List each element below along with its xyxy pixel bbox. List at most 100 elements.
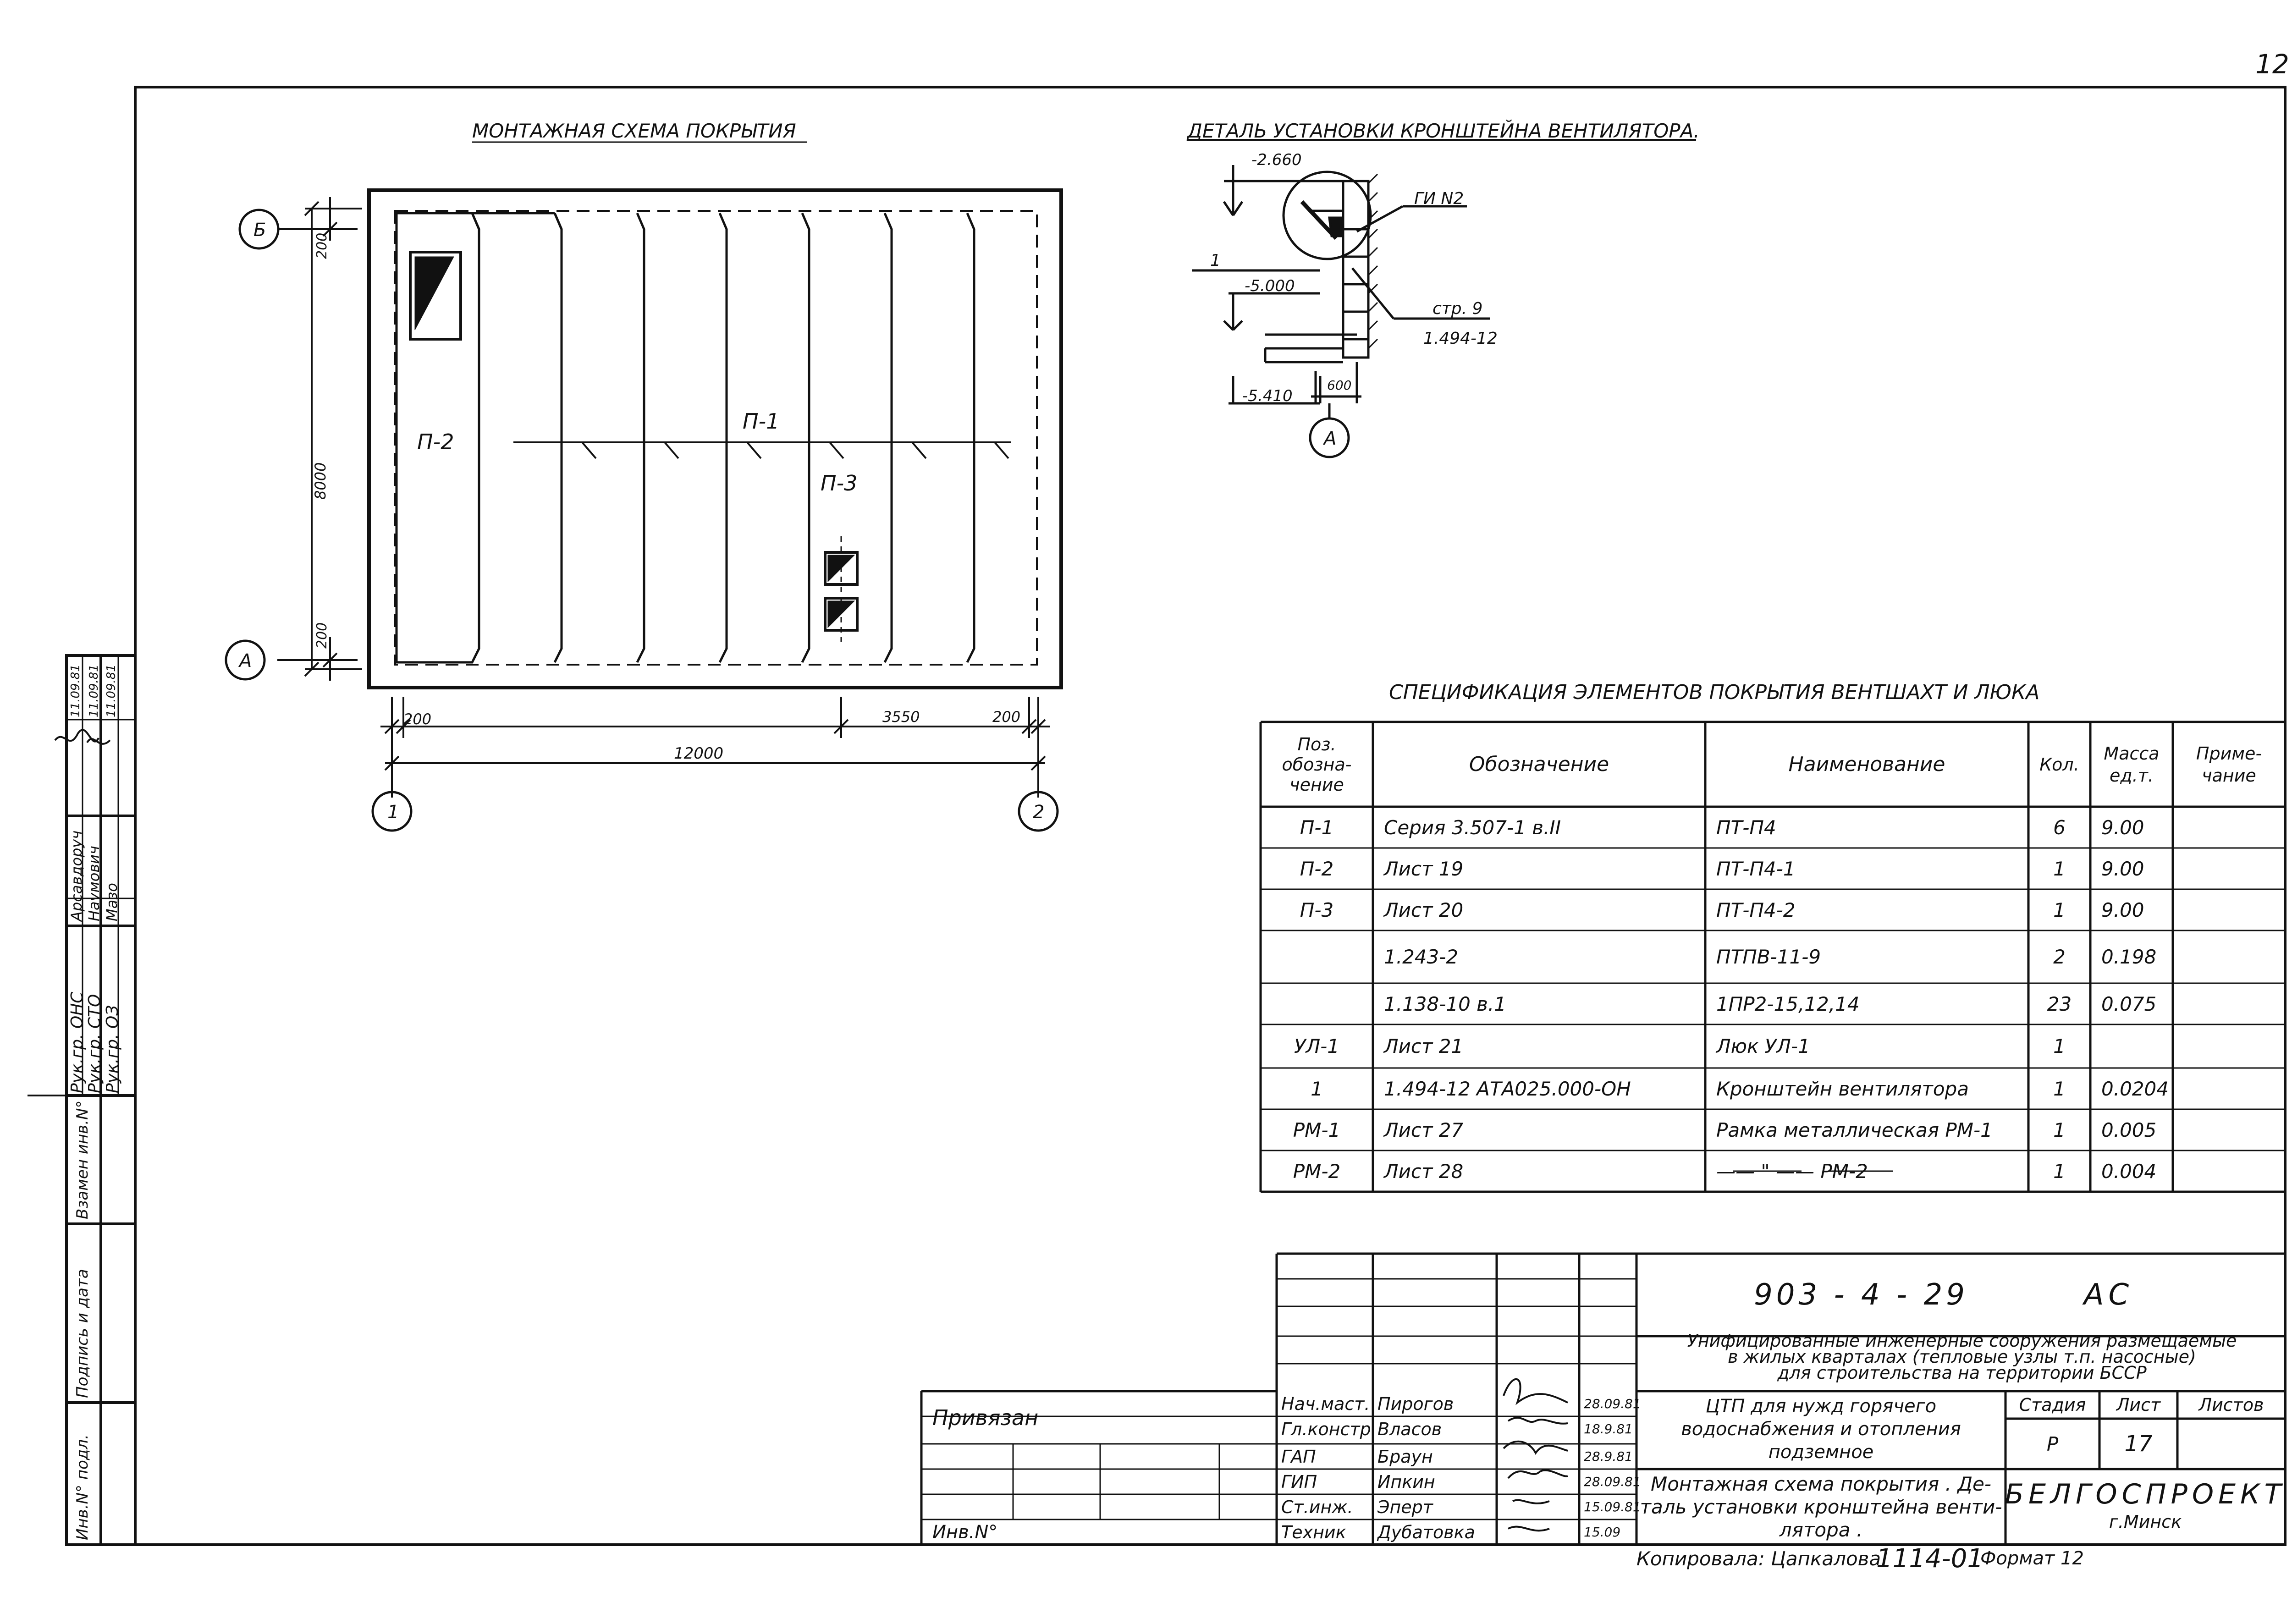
spec-cell-kol: 1 xyxy=(2053,898,2066,921)
spec-header-prim: Приме- чание xyxy=(2196,743,2262,786)
label-p2: П-2 xyxy=(417,429,454,454)
stamp-person-role: ГИП xyxy=(1281,1471,1317,1492)
stamp-project-1: Унифицированные инженерные сооружения ра… xyxy=(1687,1331,2237,1351)
detail-label-1: 1 xyxy=(1210,251,1221,270)
label-p3: П-3 xyxy=(821,471,857,495)
spec-cell-oboz: Лист 21 xyxy=(1384,1035,1464,1057)
spec-table-grid xyxy=(1259,721,2285,1193)
spec-header-name: Наименование xyxy=(1788,753,1945,776)
stamp-org-city: г.Минск xyxy=(2109,1512,2182,1532)
dim-3550: 3550 xyxy=(882,708,920,726)
spec-cell-oboz: Лист 27 xyxy=(1384,1118,1464,1141)
spec-cell-kol: 1 xyxy=(2053,1118,2066,1141)
ref-num: 1.494-12 xyxy=(1423,329,1498,348)
spec-cell-pos: П-3 xyxy=(1300,898,1334,921)
spec-cell-mass: 9.00 xyxy=(2101,816,2144,839)
spec-cell-mass: 9.00 xyxy=(2101,857,2144,880)
spec-cell-pos: П-1 xyxy=(1300,816,1334,839)
label-p1: П-1 xyxy=(743,409,779,434)
stamp-person-date: 28.09.81 xyxy=(1584,1396,1641,1411)
side-podpis: Подпись и дата xyxy=(73,1269,92,1398)
spec-cell-mass: 0.198 xyxy=(2101,946,2157,968)
spec-cell-oboz: 1.243-2 xyxy=(1384,946,1459,968)
stamp-object-1: ЦТП для нужд горячего xyxy=(1705,1395,1937,1417)
spec-cell-pos: П-2 xyxy=(1300,857,1334,880)
spec-cell-oboz: Лист 28 xyxy=(1384,1160,1464,1183)
plan-outline xyxy=(367,188,1063,689)
dim-200-left: 200 xyxy=(403,710,431,728)
side-r2-date: 11.09.81 xyxy=(87,664,101,717)
stamp-person-role: Нач.маст. xyxy=(1281,1393,1370,1414)
dim-600: 600 xyxy=(1327,378,1351,393)
label-gi: ГИ N2 xyxy=(1414,189,1464,208)
stamp-privyazan: Привязан xyxy=(932,1405,1039,1430)
stamp-person-name: Дубатовка xyxy=(1377,1522,1475,1542)
detail-title: ДЕТАЛЬ УСТАНОВКИ КРОНШТЕЙНА ВЕНТИЛЯТОРА. xyxy=(1186,119,1700,142)
signatures xyxy=(54,729,1568,1532)
plan-title: МОНТАЖНАЯ СХЕМА ПОКРЫТИЯ xyxy=(472,120,796,142)
spec-cell-kol: 1 xyxy=(2053,1035,2066,1057)
axis-1-label: 1 xyxy=(387,802,399,823)
spec-header-oboz: Обозначение xyxy=(1469,753,1609,776)
stamp-inv-no: Инв.N° xyxy=(932,1521,998,1543)
stamp-object-3: подземное xyxy=(1768,1441,1874,1463)
elev-top: -2.660 xyxy=(1251,151,1302,169)
spec-cell-name: —— " —— РМ-2 xyxy=(1716,1160,1868,1183)
stamp-person-date: 18.9.81 xyxy=(1584,1421,1633,1437)
spec-cell-name: Люк УЛ-1 xyxy=(1716,1035,1810,1057)
spec-cell-oboz: 1.138-10 в.1 xyxy=(1384,992,1507,1015)
spec-cell-oboz: Лист 19 xyxy=(1384,857,1464,880)
spec-cell-oboz: Лист 20 xyxy=(1384,898,1464,921)
spec-header-mass: Масса ед.т. xyxy=(2104,743,2160,786)
axis-a-label: А xyxy=(238,650,252,672)
spec-cell-name: ПТ-П4 xyxy=(1716,816,1776,839)
dim-200-right: 200 xyxy=(992,708,1020,726)
spec-title: СПЕЦИФИКАЦИЯ ЭЛЕМЕНТОВ ПОКРЫТИЯ ВЕНТШАХТ… xyxy=(1389,681,2039,704)
side-r2-name: Наумович xyxy=(85,846,103,921)
spec-cell-pos: 1 xyxy=(1311,1077,1323,1100)
stamp-code: 903 - 4 - 29 xyxy=(1754,1278,1968,1312)
axis-b-bubble xyxy=(238,209,280,250)
axis-2-bubble xyxy=(1018,791,1059,832)
axis-a-bubble xyxy=(225,639,266,681)
spec-cell-name: Кронштейн вентилятора xyxy=(1716,1077,1969,1100)
stamp-object-2: водоснабжения и отопления xyxy=(1681,1418,1961,1440)
spec-cell-pos xyxy=(1261,930,1373,983)
stamp-org-name: БЕЛГОСПРОЕКТ xyxy=(2005,1478,2286,1510)
spec-cell-name: ПТ-П4-1 xyxy=(1716,857,1796,880)
spec-cell-name: 1ПР2-15,12,14 xyxy=(1716,992,1860,1015)
spec-header-kol: Кол. xyxy=(2039,754,2079,775)
detail-drawing xyxy=(1187,139,1696,458)
stamp-person-name: Пирогов xyxy=(1377,1393,1454,1414)
stamp-person-date: 15.09 xyxy=(1584,1525,1621,1540)
side-r3-role: Рук.гр. ОЗ xyxy=(103,1005,122,1093)
stamp-stage-value: Р xyxy=(2046,1432,2059,1455)
spec-cell-name: Рамка металлическая РМ-1 xyxy=(1716,1118,1993,1141)
stamp-person-date: 15.09.81 xyxy=(1584,1499,1641,1514)
spec-cell-pos: РМ-2 xyxy=(1293,1160,1341,1183)
stamp-sheets-label: Листов xyxy=(2198,1395,2264,1415)
spec-cell-mass: 0.004 xyxy=(2101,1160,2157,1183)
stamp-sheet-label: Лист xyxy=(2116,1395,2161,1415)
dim-8000: 8000 xyxy=(312,462,329,500)
stamp-person-role: Техник xyxy=(1281,1522,1346,1542)
spec-cell-name: ПТПВ-11-9 xyxy=(1716,946,1821,968)
side-r2-role: Рук.гр. СТО xyxy=(85,994,104,1093)
plan-drawing xyxy=(225,188,1063,832)
title-block-grid xyxy=(54,729,2285,1545)
spec-cell-pos: РМ-1 xyxy=(1293,1118,1341,1141)
spec-cell-mass: 9.00 xyxy=(2101,898,2144,921)
stamp-person-date: 28.9.81 xyxy=(1584,1449,1633,1464)
stamp-person-name: Эперт xyxy=(1377,1497,1433,1517)
plan-slabs xyxy=(395,212,975,664)
axis-2-label: 2 xyxy=(1033,802,1044,823)
stamp-sheet-title-2: таль установки кронштейна венти- xyxy=(1640,1496,2002,1518)
axis-b-label: Б xyxy=(253,220,266,241)
spec-cell-oboz: 1.494-12 АТА025.000-ОН xyxy=(1384,1077,1631,1100)
stamp-person-name: Ипкин xyxy=(1377,1471,1435,1492)
spec-cell-kol: 23 xyxy=(2047,992,2072,1015)
spec-cell-oboz: Серия 3.507-1 в.II xyxy=(1384,816,1561,839)
spec-cell-kol: 1 xyxy=(2053,1077,2066,1100)
side-r1-name: Арсавдоруч xyxy=(68,830,85,921)
